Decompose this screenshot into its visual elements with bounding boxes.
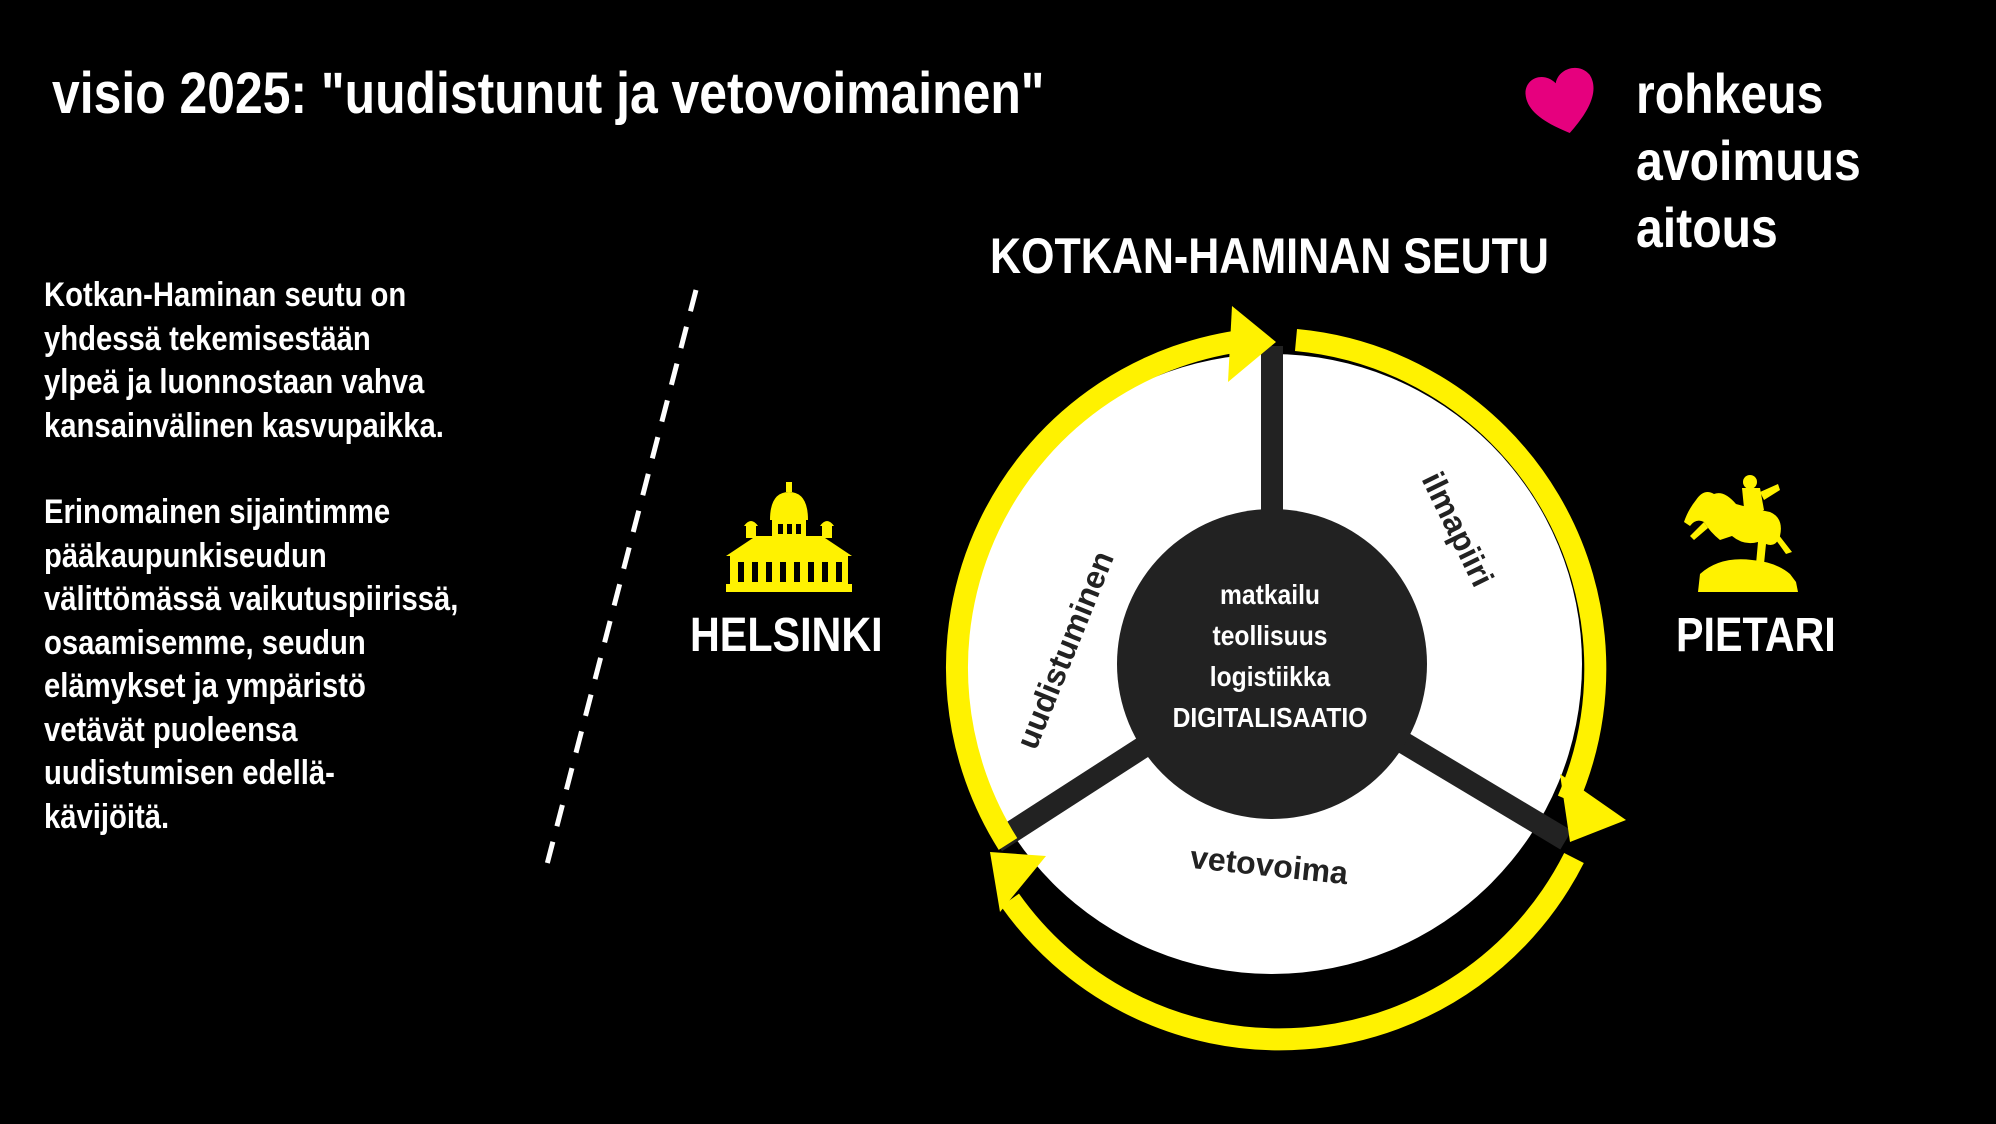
arrowhead-right: [1560, 774, 1626, 842]
value-item: rohkeus: [1636, 62, 1824, 125]
slide-title: visio 2025: "uudistunut ja vetovoimainen…: [52, 61, 1045, 126]
bronze-horseman-icon: [1684, 475, 1798, 592]
center-label: matkailu: [1220, 579, 1320, 610]
arrow-arc-right: [1294, 329, 1607, 805]
value-item: avoimuus: [1636, 129, 1861, 192]
cycle-arrows: [945, 329, 1607, 1051]
center-label: teollisuus: [1212, 620, 1328, 651]
paragraph-2: Erinomainen sijaintimme pääkaupunkiseudu…: [44, 493, 459, 836]
region-label: KOTKAN-HAMINAN SEUTU: [990, 228, 1549, 284]
arrow-heads: [990, 306, 1626, 912]
value-item: aitous: [1636, 196, 1778, 259]
arrow-arc-left: [945, 329, 1250, 850]
helsinki-cathedral-icon: [726, 482, 852, 592]
city-label-pietari: PIETARI: [1676, 609, 1836, 662]
center-label: DIGITALISAATIO: [1172, 702, 1368, 733]
vision-description: Kotkan-Haminan seutu on yhdessä tekemise…: [44, 274, 594, 882]
paragraph-1: Kotkan-Haminan seutu on yhdessä tekemise…: [44, 276, 444, 445]
arrow-arc-bottom: [1001, 853, 1584, 1051]
arrowhead-top: [1228, 306, 1276, 382]
arrowhead-left: [990, 852, 1046, 912]
center-label: logistiikka: [1209, 661, 1331, 692]
city-label-helsinki: HELSINKI: [690, 609, 883, 662]
values-list: rohkeus avoimuus aitous: [1636, 60, 1861, 261]
center-hub: [1117, 509, 1427, 819]
heart-icon: [1525, 67, 1594, 133]
center-hub-labels: matkailu teollisuus logistiikka DIGITALI…: [1147, 574, 1393, 738]
